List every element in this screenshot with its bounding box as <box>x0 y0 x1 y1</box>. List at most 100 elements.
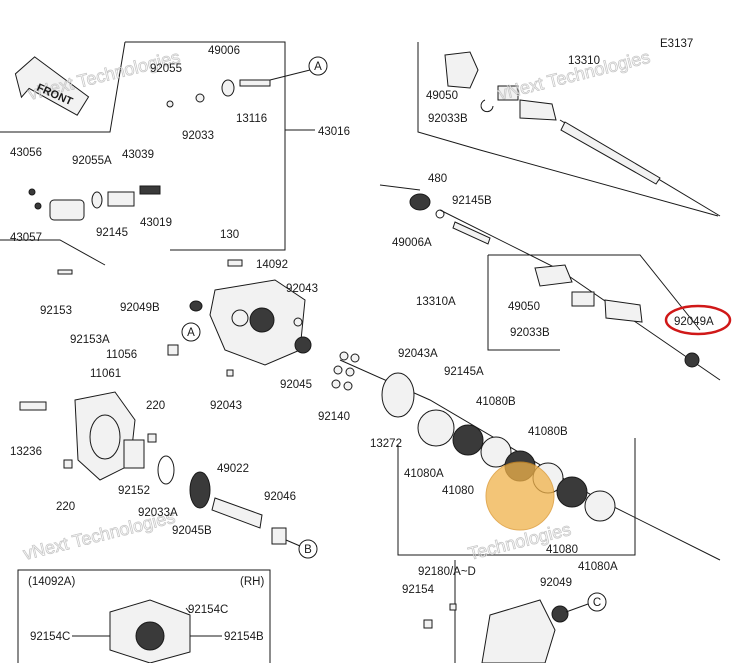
part-label-92033b-lower: 92033B <box>510 327 550 339</box>
axis-line-480 <box>379 184 421 191</box>
part-label-130: 130 <box>220 229 239 241</box>
part-label-49022: 49022 <box>217 463 249 475</box>
part-label-13310: 13310 <box>568 55 600 67</box>
seal-49006 <box>221 79 235 97</box>
kvadrik-logo <box>485 461 555 531</box>
ring-92055 <box>166 100 174 108</box>
part-label-92055: 92055 <box>150 63 182 75</box>
bearing-92152 <box>123 439 145 469</box>
part-label-49050-lower: 49050 <box>508 301 540 313</box>
spring-92145b <box>452 221 491 245</box>
bolt-92180 <box>449 603 457 611</box>
callout-a-upper <box>308 56 328 76</box>
axis-line-clutch <box>339 359 721 561</box>
front-arrow-icon <box>14 56 90 116</box>
plate-13272 <box>381 372 415 418</box>
part-label-92055a: 92055A <box>72 155 112 167</box>
part-label-43039: 43039 <box>122 149 154 161</box>
part-label-41080a-left: 41080A <box>404 468 444 480</box>
clutch-disc-stack <box>417 409 616 531</box>
outline-13310a <box>487 255 560 351</box>
part-label-92043a: 92043A <box>398 348 438 360</box>
part-label-14092: 14092 <box>256 259 288 271</box>
part-label-92153a: 92153A <box>70 334 110 346</box>
plug-92043-lower <box>226 369 234 377</box>
part-label-92154c-left: 92154C <box>30 631 70 643</box>
ball-43057 <box>34 202 42 210</box>
highlight-92049a <box>664 304 732 336</box>
part-label-13116: 13116 <box>236 113 267 125</box>
housing-bore <box>249 307 275 333</box>
part-label-92033: 92033 <box>182 130 214 142</box>
part-label-13236: 13236 <box>10 446 42 458</box>
callout-c-letter: C <box>593 597 601 609</box>
callout-a-lower-letter: A <box>187 327 195 339</box>
seal-92049a <box>684 352 700 368</box>
housing-port <box>231 309 249 327</box>
part-label-49050-upper: 49050 <box>426 90 458 102</box>
yoke-13310-end <box>519 99 557 121</box>
bolt-130 <box>227 259 243 267</box>
callout-a-lower <box>181 322 201 342</box>
leader-a-upper <box>269 69 311 81</box>
part-label-92043-upper: 92043 <box>286 283 318 295</box>
part-label-43056: 43056 <box>10 147 42 159</box>
bearing-92045b <box>189 471 211 509</box>
fork-43039 <box>49 199 85 221</box>
part-label-13310a: 13310A <box>416 296 456 308</box>
part-label-41080-right: 41080 <box>546 544 578 556</box>
part-label-41080-left: 41080 <box>442 485 474 497</box>
callout-c <box>587 592 607 612</box>
yoke-13310 <box>444 51 479 89</box>
seal-92049 <box>551 605 569 623</box>
outline-13310 <box>417 42 719 217</box>
part-label-41080b-upper: 41080B <box>476 396 516 408</box>
rollers-92140 <box>331 351 360 391</box>
part-label-220-upper: 220 <box>146 400 165 412</box>
callout-b <box>298 539 318 559</box>
bearing-92046 <box>271 527 287 545</box>
part-label-92153: 92153 <box>40 305 72 317</box>
part-label-92046: 92046 <box>264 491 296 503</box>
part-label-43057: 43057 <box>10 232 42 244</box>
part-label-92152: 92152 <box>118 485 150 497</box>
part-label-92145b: 92145B <box>452 195 492 207</box>
part-label-43019: 43019 <box>140 217 172 229</box>
outline-43016 <box>125 41 315 131</box>
part-label-92145: 92145 <box>96 227 128 239</box>
part-label-92049: 92049 <box>540 577 572 589</box>
callout-b-letter: B <box>304 544 312 556</box>
callout-a-upper-letter: A <box>314 61 322 73</box>
leader-b <box>285 539 301 547</box>
part-label-92154c-top: 92154C <box>188 604 228 616</box>
shaft-13310 <box>560 121 661 185</box>
plunger-43039 <box>139 185 161 195</box>
part-label-480: 480 <box>428 173 447 185</box>
ring-92033a <box>157 455 175 485</box>
bolt-220-lower <box>63 459 73 469</box>
gear-49022 <box>211 497 263 529</box>
part-label-92154b: 92154B <box>224 631 264 643</box>
shaft-13236 <box>19 401 47 411</box>
yoke-13310a <box>534 264 573 287</box>
part-label-92140: 92140 <box>318 411 350 423</box>
part-label-92045: 92045 <box>280 379 312 391</box>
leader-c <box>565 603 589 613</box>
outline-13310a-top <box>488 254 701 331</box>
seal-92049b <box>189 300 203 312</box>
part-label-41080a-right: 41080A <box>578 561 618 573</box>
part-label-41080b-lower: 41080B <box>528 426 568 438</box>
cross-49050-lower <box>571 291 595 307</box>
part-label-49006: 49006 <box>208 45 240 57</box>
part-label-11056: 11056 <box>106 349 137 361</box>
part-label-92180: 92180/A~D <box>418 566 476 578</box>
bracket-11056 <box>167 344 179 356</box>
part-label-92033a: 92033A <box>138 507 178 519</box>
part-label-11061: 11061 <box>90 368 121 380</box>
part-label-92045b: 92045B <box>172 525 212 537</box>
part-label-220-lower: 220 <box>56 501 75 513</box>
part-label-92154: 92154 <box>402 584 435 596</box>
housing-14092a-bore <box>135 621 165 651</box>
outline-43016-left <box>0 41 126 133</box>
